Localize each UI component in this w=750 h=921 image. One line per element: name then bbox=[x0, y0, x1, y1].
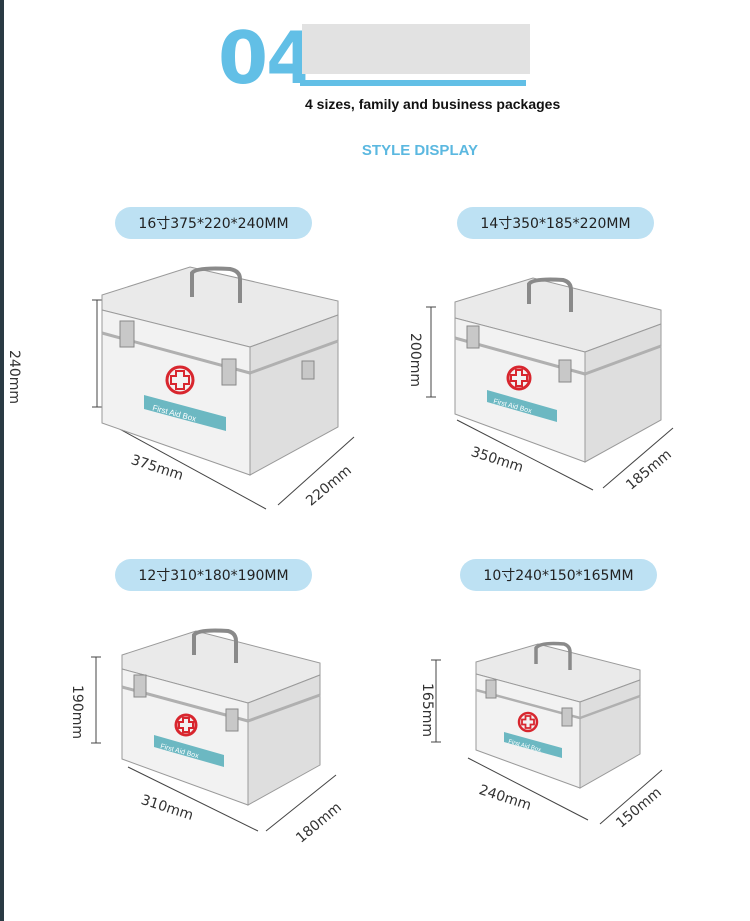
size-label-pill: 16寸375*220*240MM bbox=[115, 207, 312, 239]
title-placeholder-bar bbox=[302, 24, 530, 74]
height-dimension: 190mm bbox=[69, 685, 85, 739]
header-subtitle: 4 sizes, family and business packages bbox=[305, 96, 561, 112]
height-dimension: 200mm bbox=[407, 333, 423, 387]
product-box-image: First Aid Box bbox=[92, 266, 355, 510]
page-left-edge bbox=[0, 0, 4, 921]
title-underline bbox=[300, 80, 526, 86]
size-label-pill: 12寸310*180*190MM bbox=[115, 559, 312, 591]
section-number: 04 bbox=[218, 16, 316, 100]
height-dimension: 240mm bbox=[6, 350, 22, 404]
aluminum-case: First Aid Box bbox=[101, 266, 339, 476]
size-label-pill: 10寸240*150*165MM bbox=[460, 559, 657, 591]
dimension-lines bbox=[431, 659, 663, 825]
size-label-pill: 14寸350*185*220MM bbox=[457, 207, 654, 239]
aluminum-case: First Aid Box bbox=[475, 641, 641, 789]
dimension-lines bbox=[91, 656, 337, 832]
height-dimension: 165mm bbox=[419, 683, 435, 737]
dimension-lines bbox=[426, 306, 674, 491]
style-display-heading: STYLE DISPLAY bbox=[361, 142, 479, 159]
product-box-image: First Aid Box bbox=[426, 277, 674, 491]
aluminum-case: First Aid Box bbox=[121, 628, 321, 806]
aluminum-case: First Aid Box bbox=[454, 277, 662, 463]
product-box-image: First Aid Box bbox=[91, 628, 337, 832]
product-box-image: First Aid Box bbox=[431, 641, 663, 825]
dimension-lines bbox=[92, 299, 355, 510]
